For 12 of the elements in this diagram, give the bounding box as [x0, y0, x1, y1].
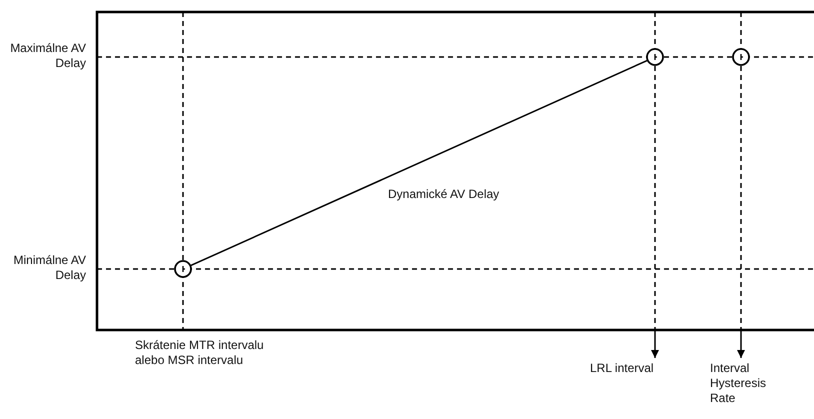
circle-marker	[646, 48, 664, 66]
axis-value-label: LRL interval	[590, 361, 655, 376]
circle-marker	[732, 48, 750, 66]
arrow	[737, 331, 745, 358]
arrow	[651, 331, 659, 358]
line	[190, 60, 648, 266]
axis-label: Maximálne AV Delay	[10, 41, 86, 71]
edge-label: Dynamické AV Delay	[388, 187, 500, 202]
axis-value-label: Interval Hysteresis Rate	[710, 361, 768, 406]
circle-marker	[174, 260, 192, 278]
axis-label: Minimálne AV Delay	[12, 253, 86, 283]
axis-label: Skrátenie MTR intervalu alebo MSR intervalu	[135, 338, 265, 368]
